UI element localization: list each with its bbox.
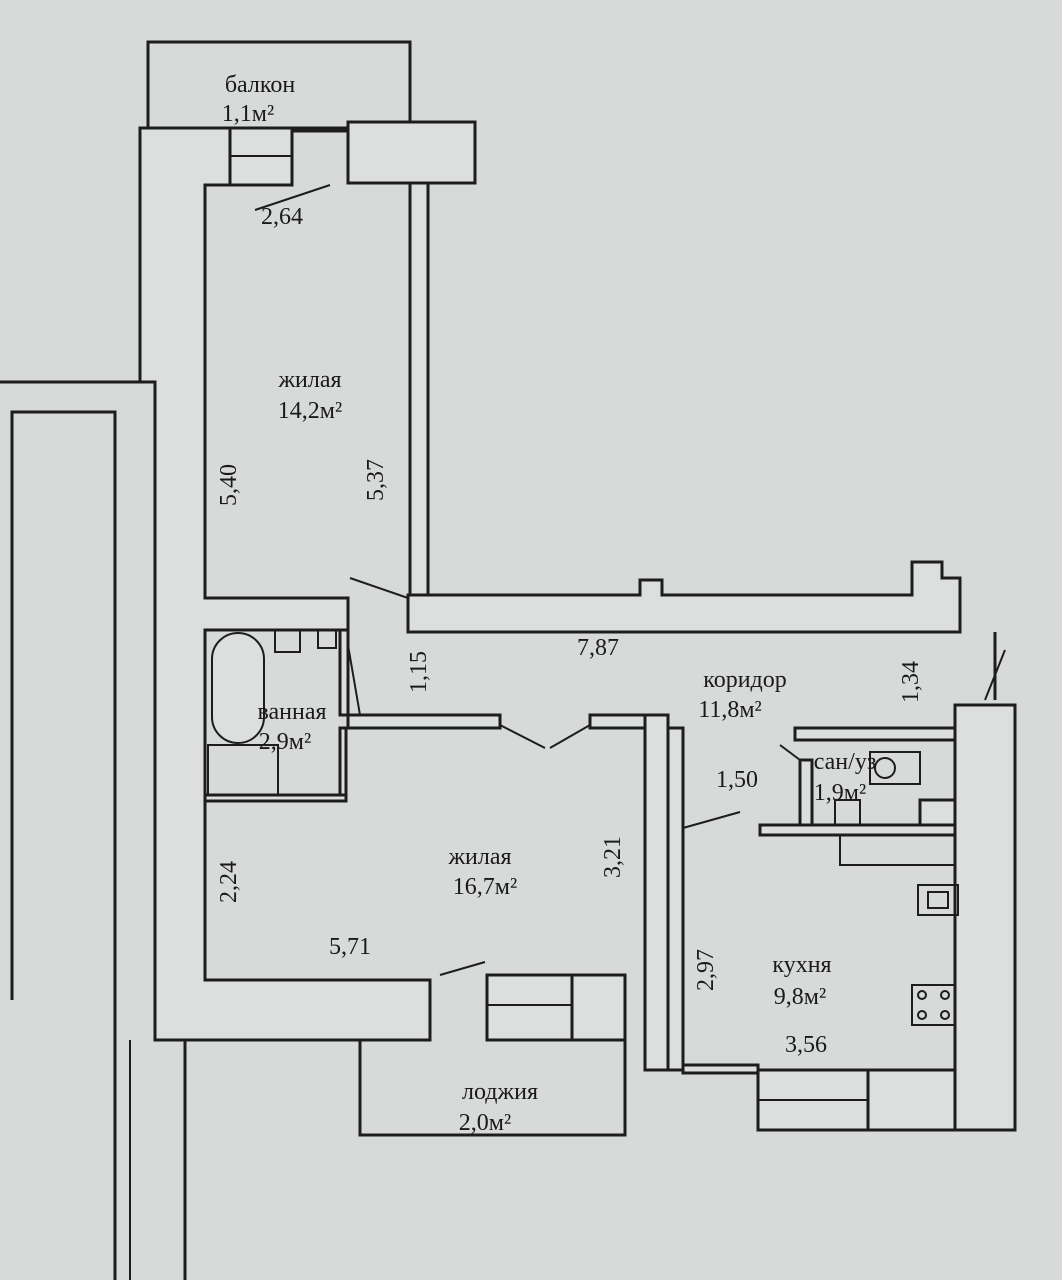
door-swings — [254, 184, 1006, 976]
dimension: 3,21 — [600, 836, 626, 878]
dimension-labels: 2,64 5,40 5,37 1,15 7,87 1,34 1,50 3,21 … — [216, 204, 924, 1058]
dimension: 5,37 — [363, 459, 389, 501]
balcony — [146, 40, 477, 187]
room-name: коридор — [703, 667, 787, 693]
dimension: 2,64 — [261, 204, 303, 230]
room-area: 2,9м² — [259, 729, 311, 755]
room-name: жилая — [447, 844, 511, 870]
dimension: 2,97 — [693, 949, 719, 991]
bathtub-icon — [211, 632, 265, 744]
room-area: 1,9м² — [814, 780, 866, 806]
dimension: 1,15 — [406, 651, 432, 693]
sink-icon — [917, 884, 959, 916]
stove-icon — [911, 984, 956, 1026]
adjacent-building — [0, 380, 187, 1280]
dimension: 5,71 — [329, 934, 371, 960]
room-name: ванная — [257, 699, 326, 725]
water-heater-icon — [317, 629, 337, 649]
room-area: 11,8м² — [698, 697, 762, 723]
room-area: 2,0м² — [459, 1110, 511, 1136]
room-name: балкон — [225, 72, 295, 98]
room-name: кухня — [772, 952, 831, 978]
room-name: жилая — [277, 367, 341, 393]
room-area: 14,2м² — [278, 398, 342, 424]
toilet-icon — [874, 757, 896, 779]
dimension: 2,24 — [216, 861, 242, 903]
fixtures — [207, 629, 959, 1026]
room-area: 9,8м² — [774, 984, 826, 1010]
room-area: 16,7м² — [453, 874, 517, 900]
room-area: 1,1м² — [222, 101, 274, 127]
dimension: 3,56 — [785, 1032, 827, 1058]
washbasin-icon — [274, 629, 301, 653]
room-name: лоджия — [462, 1079, 538, 1105]
room-name: сан/уз — [814, 749, 877, 775]
dimension: 1,50 — [716, 767, 758, 793]
dimension: 7,87 — [577, 635, 619, 661]
room-labels: балкон 1,1м² жилая 14,2м² ванная 2,9м² к… — [222, 72, 876, 1136]
dimension: 5,40 — [216, 464, 242, 506]
walls — [138, 126, 1017, 1137]
dimension: 1,34 — [898, 661, 924, 703]
